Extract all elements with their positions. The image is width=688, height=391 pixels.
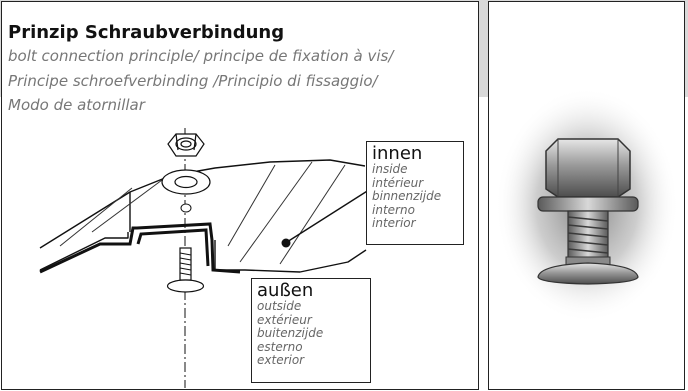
hat-profile	[39, 222, 241, 274]
hex-nut-icon	[167, 133, 205, 157]
inside-leader-line	[286, 187, 373, 243]
outside-translation: outside	[257, 299, 302, 313]
outside-translation: esterno	[257, 339, 303, 354]
subtitle-line: Principe schroefverbinding /Principio di…	[8, 72, 378, 90]
inside-translation: interno	[372, 202, 415, 217]
diagram-title: Prinzip Schraubverbindung	[8, 22, 285, 43]
sheet-outline	[39, 159, 367, 273]
sheet-hatching	[59, 161, 346, 265]
inside-translation: interior	[372, 216, 416, 230]
outside-translation: buitenzijde	[257, 326, 324, 340]
outside-translation: exterior	[257, 353, 305, 367]
inside-translation: inside	[372, 162, 408, 176]
inside-pointer-dot	[281, 238, 291, 248]
inside-heading: innen	[372, 143, 423, 164]
subtitle-line: bolt connection principle/ principe de f…	[8, 47, 394, 65]
bolt-hole	[180, 203, 192, 213]
outside-translation: extérieur	[257, 312, 312, 327]
outside-label-box: außen outside extérieur buitenzijde este…	[251, 278, 371, 383]
bolt-icon	[166, 247, 205, 293]
inside-translation: intérieur	[372, 175, 424, 190]
washer-icon	[161, 169, 211, 195]
carriage-bolt-photo-icon	[495, 87, 679, 323]
inside-translation: binnenzijde	[372, 189, 442, 203]
inside-label-box: innen inside intérieur binnenzijde inter…	[366, 141, 464, 245]
outside-heading: außen	[257, 280, 314, 301]
subtitle-line: Modo de atornillar	[8, 96, 145, 114]
